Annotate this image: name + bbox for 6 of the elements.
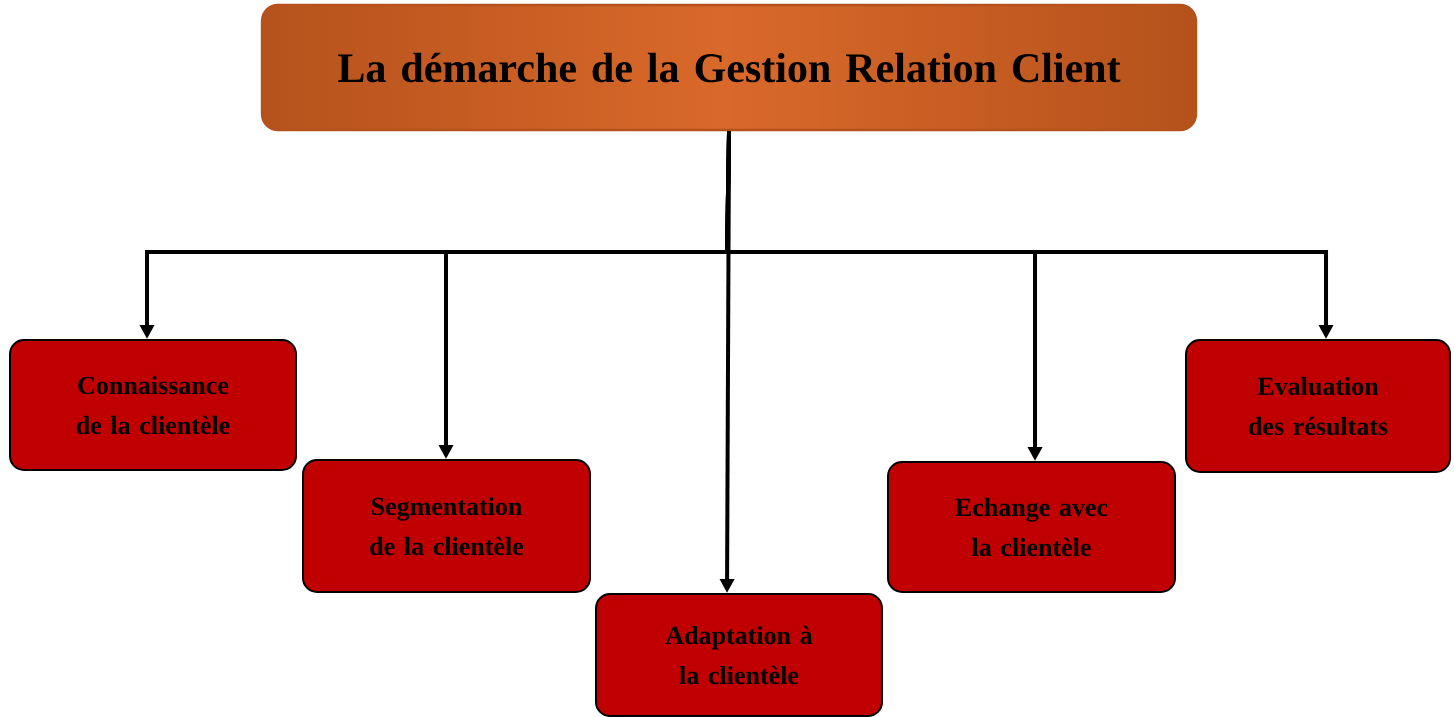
process-box: Echange avec la clientèle (887, 461, 1176, 593)
process-box: Segmentation de la clientèle (302, 459, 591, 593)
process-box: Adaptation à la clientèle (595, 593, 883, 717)
title-box: La démarche de la Gestion Relation Client (260, 3, 1198, 132)
process-box: Evaluation des résultats (1185, 339, 1451, 473)
process-box: Connaissance de la clientèle (9, 339, 297, 471)
